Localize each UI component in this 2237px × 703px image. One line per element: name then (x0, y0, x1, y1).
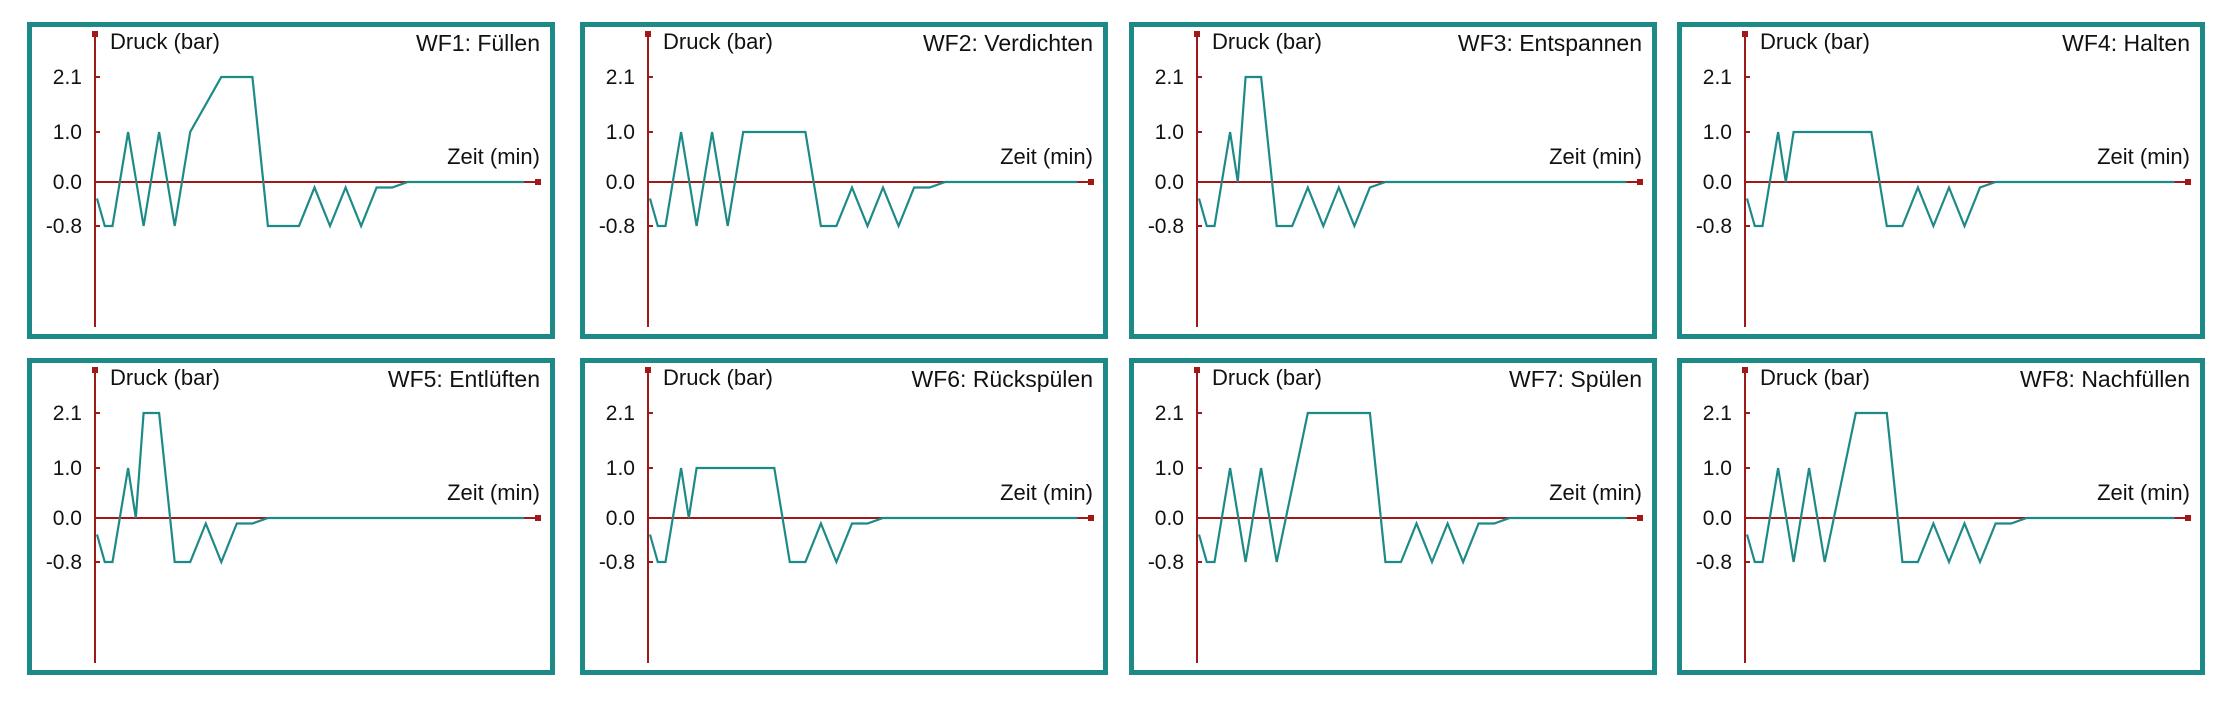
y-tick-label: 0.0 (1155, 507, 1184, 530)
y-axis-end-marker (645, 367, 651, 373)
y-tick-label: 1.0 (606, 121, 635, 144)
y-tick-label: 1.0 (53, 457, 82, 480)
y-axis-label: Druck (bar) (110, 29, 220, 54)
y-tick-label: 0.0 (1703, 507, 1732, 530)
y-tick-label: 2.1 (1155, 402, 1184, 425)
y-axis-end-marker (1742, 367, 1748, 373)
y-tick-label: 1.0 (53, 121, 82, 144)
y-tick-label: 0.0 (606, 171, 635, 194)
chart-title: WF3: Entspannen (1458, 30, 1642, 56)
chart-title: WF2: Verdichten (923, 30, 1093, 56)
chart-title: WF6: Rückspülen (911, 366, 1093, 392)
y-axis-label: Druck (bar) (1212, 365, 1322, 390)
chart-title: WF4: Halten (2062, 30, 2190, 56)
chart-panel-wf7: 2.1 1.0 0.0 -0.8 WF7: Spülen Druck (bar) Zeit … (1129, 358, 1657, 675)
chart-panel-wf8: 2.1 1.0 -0.8 0.0 WF8: Nachfüllen Druck (bar) Z… (1677, 358, 2205, 675)
y-axis-end-marker (1194, 31, 1200, 37)
y-tick-label: 2.1 (1703, 66, 1732, 89)
y-axis-label: Druck (bar) (1760, 29, 1870, 54)
y-tick-label: 1.0 (1703, 457, 1732, 480)
chart-title: WF1: Füllen (416, 30, 540, 56)
y-tick-label: 2.1 (606, 66, 635, 89)
chart-svg: 2.1 1.0 -0.8 0.0 WF8: Nachfüllen Druck (bar) Z… (1696, 365, 2191, 663)
x-axis-label: Zeit (min) (447, 144, 540, 169)
y-axis-label: Druck (bar) (1760, 365, 1870, 390)
y-tick-label: -0.8 (46, 215, 82, 238)
y-axis-label: Druck (bar) (110, 365, 220, 390)
y-tick-label: 0.0 (53, 171, 82, 194)
chart-svg: 2.1 1.0 0.0 -0.8 WF1: Füllen Druck (bar) Zeit … (46, 29, 541, 327)
y-axis-label: Druck (bar) (663, 365, 773, 390)
chart-panel-wf2: 2.1 1.0 0.0 -0.8 WF2: Verdichten Druck (bar) Z… (580, 22, 1108, 339)
y-tick-label: 1.0 (1703, 121, 1732, 144)
y-tick-label: 2.1 (1703, 402, 1732, 425)
x-axis-end-marker (2185, 179, 2191, 185)
series-line (1197, 75, 1627, 229)
chart-panel-wf4: 2.1 1.0 0.0 -0.8 WF4: Halten Druck (bar) Zeit … (1677, 22, 2205, 339)
chart-panel-wf6: 2.1 1.0 0.0 -0.8 WF6: Rückspülen Druck (bar) Z… (580, 358, 1108, 675)
x-axis-label: Zeit (min) (1549, 480, 1642, 505)
chart-panel-wf5: 2.1 1.0 0.0 -0.8 WF5: Entlüften Druck (bar) Ze… (27, 358, 555, 675)
chart-svg: 2.1 1.0 0.0 -0.8 WF5: Entlüften Druck (bar) Ze… (46, 365, 541, 663)
y-tick-label: 0.0 (1703, 171, 1732, 194)
y-tick-label: 0.0 (1155, 171, 1184, 194)
chart-svg: 2.1 1.0 0.0 -0.8 WF2: Verdichten Druck (bar) Z… (599, 29, 1094, 327)
x-axis-end-marker (1637, 179, 1643, 185)
y-axis-end-marker (92, 31, 98, 37)
x-axis-label: Zeit (min) (2097, 144, 2190, 169)
x-axis-end-marker (535, 515, 541, 521)
y-tick-label: 0.0 (53, 507, 82, 530)
x-axis-end-marker (1088, 179, 1094, 185)
y-tick-label: -0.8 (1696, 215, 1732, 238)
y-tick-label: 2.1 (606, 402, 635, 425)
x-axis-end-marker (1637, 515, 1643, 521)
y-tick-label: 1.0 (606, 457, 635, 480)
y-axis-end-marker (92, 367, 98, 373)
x-axis-label: Zeit (min) (1549, 144, 1642, 169)
y-tick-label: 2.1 (53, 66, 82, 89)
series-line (95, 411, 525, 565)
x-axis-end-marker (535, 179, 541, 185)
y-tick-label: -0.8 (46, 551, 82, 574)
y-tick-label: 0.0 (606, 507, 635, 530)
y-tick-label: 1.0 (1155, 457, 1184, 480)
series-line (95, 75, 525, 229)
chart-svg: 2.1 1.0 0.0 -0.8 WF6: Rückspülen Druck (bar) Z… (599, 365, 1094, 663)
y-tick-label: -0.8 (599, 551, 635, 574)
chart-panel-wf3: 2.1 1.0 0.0 -0.8 WF3: Entspannen Druck (bar) Z… (1129, 22, 1657, 339)
y-tick-label: -0.8 (599, 215, 635, 238)
x-axis-end-marker (1088, 515, 1094, 521)
chart-svg: 2.1 1.0 0.0 -0.8 WF4: Halten Druck (bar) Zeit … (1696, 29, 2191, 327)
chart-title: WF7: Spülen (1509, 366, 1642, 392)
chart-svg: 2.1 1.0 0.0 -0.8 WF3: Entspannen Druck (bar) Z… (1148, 29, 1643, 327)
y-axis-end-marker (1194, 367, 1200, 373)
x-axis-label: Zeit (min) (2097, 480, 2190, 505)
y-axis-end-marker (1742, 31, 1748, 37)
y-tick-label: -0.8 (1148, 551, 1184, 574)
chart-title: WF8: Nachfüllen (2020, 366, 2190, 392)
y-axis-label: Druck (bar) (1212, 29, 1322, 54)
y-tick-label: 1.0 (1155, 121, 1184, 144)
y-tick-label: -0.8 (1148, 215, 1184, 238)
y-axis-end-marker (645, 31, 651, 37)
chart-panel-wf1: 2.1 1.0 0.0 -0.8 WF1: Füllen Druck (bar) Zeit … (27, 22, 555, 339)
x-axis-end-marker (2185, 515, 2191, 521)
series-line (1745, 130, 2175, 229)
x-axis-label: Zeit (min) (447, 480, 540, 505)
y-axis-label: Druck (bar) (663, 29, 773, 54)
y-tick-label: -0.8 (1696, 551, 1732, 574)
chart-title: WF5: Entlüften (388, 366, 540, 392)
x-axis-label: Zeit (min) (1000, 480, 1093, 505)
series-line (1745, 411, 2175, 565)
y-tick-label: 2.1 (53, 402, 82, 425)
y-tick-label: 2.1 (1155, 66, 1184, 89)
x-axis-label: Zeit (min) (1000, 144, 1093, 169)
chart-svg: 2.1 1.0 0.0 -0.8 WF7: Spülen Druck (bar) Zeit … (1148, 365, 1643, 663)
